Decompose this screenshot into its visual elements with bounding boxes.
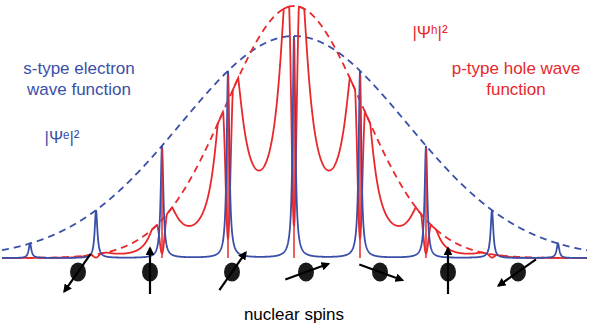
electron-wave-function (2, 36, 587, 258)
nuclear-spin (440, 248, 456, 294)
nuclear-spin (359, 263, 402, 282)
hole-density-label: |Ψʰ|² (395, 22, 465, 43)
nuclear-spin (64, 254, 90, 292)
electron-label: s-type electron wave function (4, 58, 154, 100)
nucleus-mark (359, 75, 361, 258)
electron-density-label: |Ψᵉ|² (30, 127, 94, 148)
hole-wave-function (2, 7, 587, 258)
spin-arrow (498, 259, 536, 285)
spin-arrow (359, 264, 402, 280)
spin-arrow (64, 254, 90, 292)
hole-label: p-type hole wave function (448, 58, 584, 100)
nuclear-spin (219, 252, 245, 290)
nucleus-mark (293, 40, 295, 258)
spin-arrow (447, 248, 449, 294)
spin-arrow (149, 248, 151, 294)
nucleus-mark (161, 148, 163, 258)
nuclear-spin (285, 263, 328, 282)
spin-arrow (219, 252, 245, 290)
nuclear-spin (142, 248, 158, 294)
spin-arrow (285, 264, 328, 280)
spins-label: nuclear spins (222, 304, 366, 325)
nuclear-spin (498, 259, 536, 285)
hole-envelope (2, 6, 587, 258)
nucleus-mark (227, 75, 229, 258)
nucleus-mark (425, 148, 427, 258)
